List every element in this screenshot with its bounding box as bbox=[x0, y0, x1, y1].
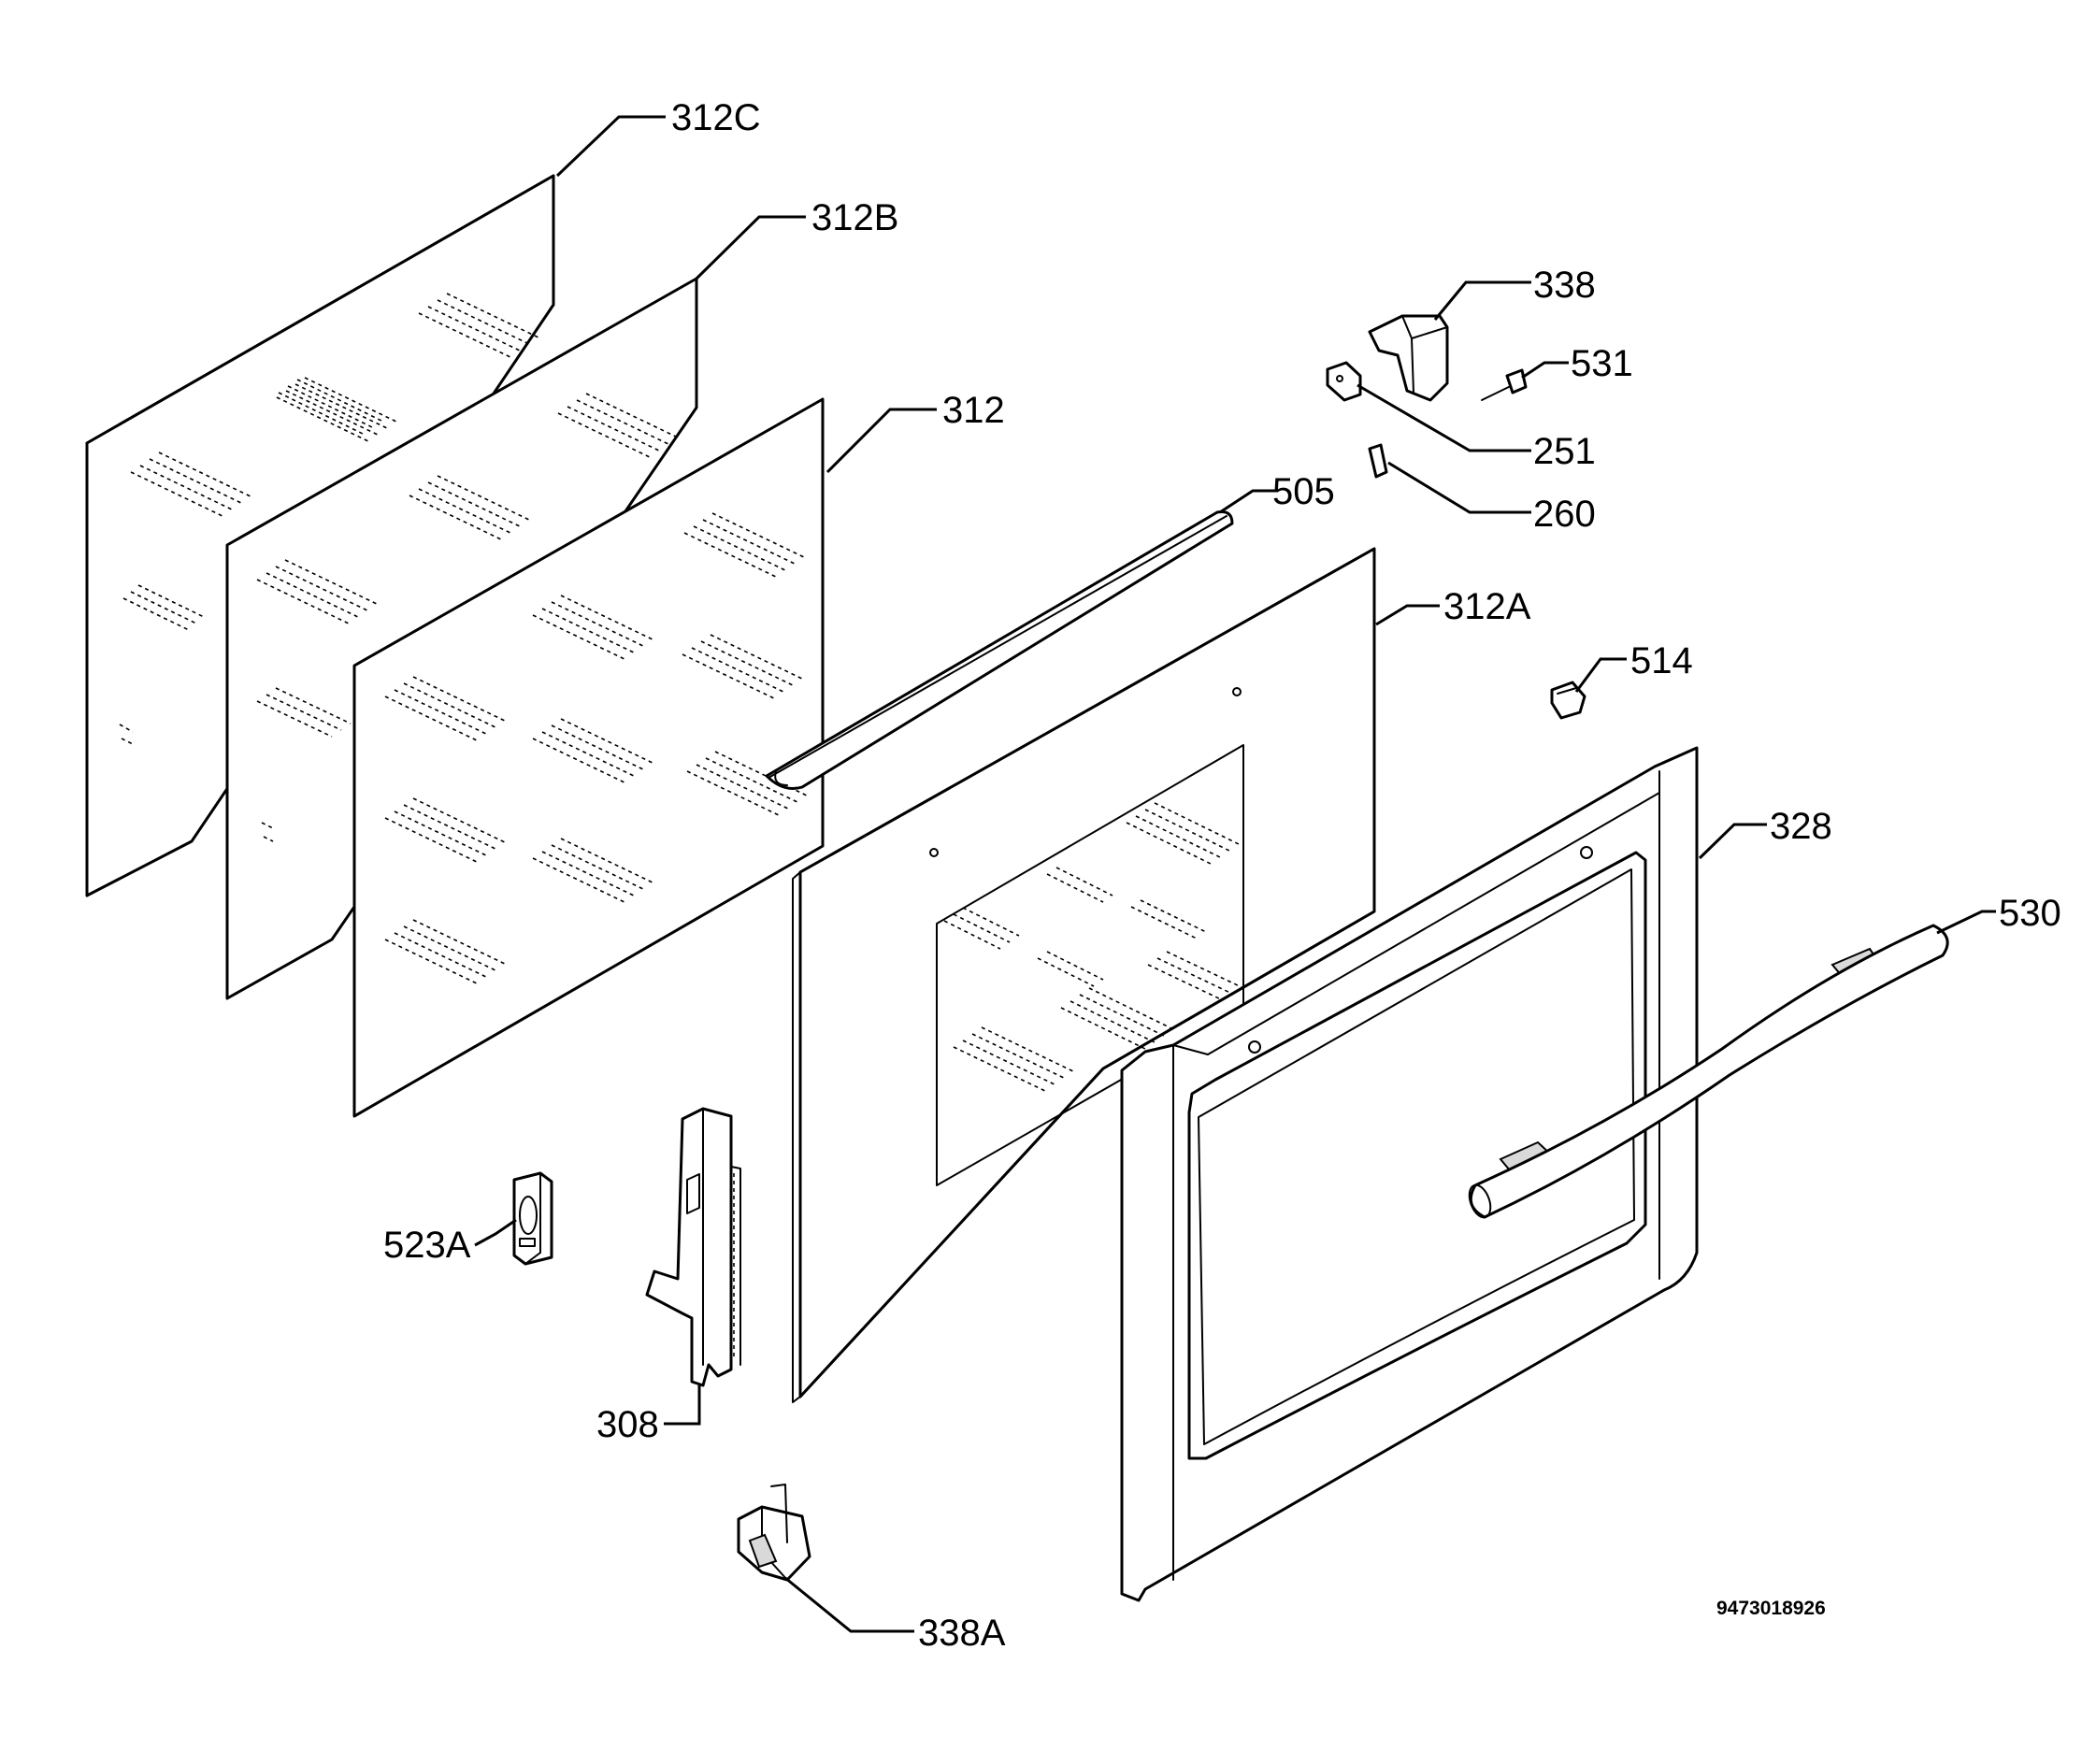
bracket-338a bbox=[737, 1484, 811, 1582]
leader-lines bbox=[474, 115, 1996, 1633]
drawing-number: 9473018926 bbox=[1716, 1598, 1826, 1619]
callout-labels: 312C 312B 312 505 312A 338 531 251 260 5… bbox=[383, 97, 2061, 1654]
glass-panel-312a bbox=[792, 547, 1376, 1403]
handle-530 bbox=[1468, 924, 1949, 1219]
callout-251: 251 bbox=[1533, 431, 1596, 472]
hinge-308 bbox=[645, 1107, 741, 1387]
glass-panel-312 bbox=[352, 397, 825, 1118]
callout-530: 530 bbox=[1999, 893, 2061, 934]
callout-531: 531 bbox=[1571, 343, 1633, 384]
callout-338: 338 bbox=[1533, 265, 1596, 306]
callout-338a: 338A bbox=[918, 1613, 1006, 1654]
callout-505: 505 bbox=[1272, 471, 1335, 512]
callout-312a: 312A bbox=[1443, 586, 1531, 627]
bracket-523a bbox=[512, 1171, 553, 1266]
callout-523a: 523A bbox=[383, 1225, 471, 1266]
outer-door-frame-328 bbox=[1120, 746, 1699, 1602]
screw-531 bbox=[1481, 368, 1528, 401]
callout-312b: 312B bbox=[811, 197, 898, 238]
clip-251 bbox=[1326, 361, 1362, 402]
callout-328: 328 bbox=[1770, 806, 1832, 847]
clip-260 bbox=[1368, 443, 1388, 479]
callout-514: 514 bbox=[1630, 640, 1693, 681]
callout-308: 308 bbox=[596, 1404, 659, 1445]
callout-260: 260 bbox=[1533, 494, 1596, 535]
bracket-338 bbox=[1368, 314, 1449, 402]
callout-312: 312 bbox=[942, 390, 1005, 431]
callout-312c: 312C bbox=[671, 97, 761, 138]
